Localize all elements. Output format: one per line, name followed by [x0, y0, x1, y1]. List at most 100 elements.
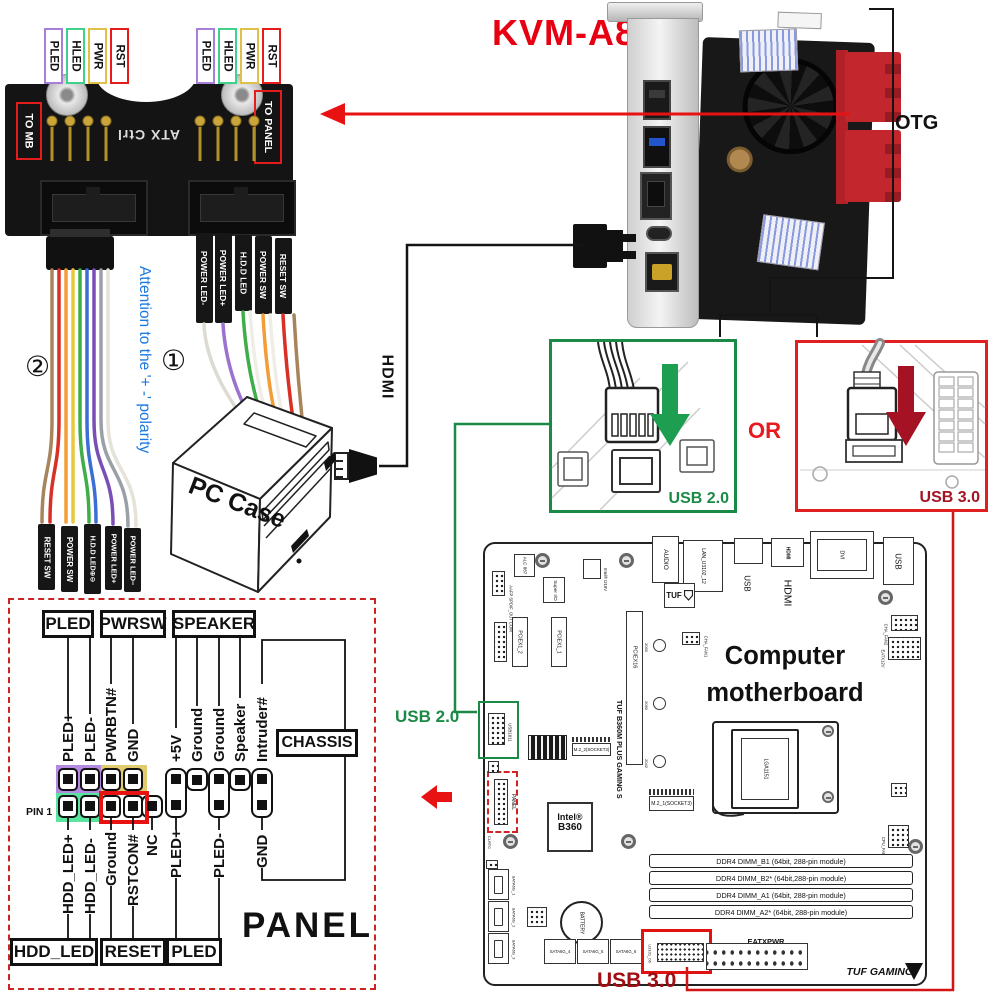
- clrtc-header: [486, 860, 498, 869]
- eatx12v-connector: [888, 637, 921, 660]
- idc-socket-right: [188, 180, 296, 236]
- kvm-bracket: [627, 18, 699, 328]
- to-mb-label: TO MB: [16, 102, 42, 160]
- atx-pin-label-pled-1: PLED: [44, 28, 63, 84]
- usb2-header-box: USB1011: [478, 701, 519, 759]
- hdmi-port-label: HDMI: [781, 579, 793, 607]
- mobo-screw-5: [621, 834, 636, 849]
- ribbon-label-powerled-plus: POWER LED+: [105, 526, 122, 590]
- panel-section: [8, 598, 376, 990]
- kvm-ribbon-cable-top: [738, 28, 799, 73]
- usb2-illustration-box: USB 2.0: [549, 339, 737, 513]
- callout-2: ②: [25, 351, 51, 382]
- pin-pled-plus-bottom: PLED+: [168, 829, 185, 878]
- mobo-heading: Computer motherboard: [706, 642, 864, 707]
- or-label: OR: [748, 418, 781, 443]
- usb3-illustration-box: USB 3.0: [795, 340, 988, 512]
- capacitor-3: [653, 755, 666, 768]
- pin-ground-2: Ground: [211, 707, 228, 762]
- pc-case-label: PC Case: [185, 471, 290, 534]
- ribbon-label-powersw: POWER SW: [61, 526, 78, 592]
- to-panel-text: TO PANEL: [262, 100, 274, 154]
- panel-header-label: PANEL: [510, 793, 516, 811]
- sata-port-3: [488, 933, 509, 964]
- pin-pled-minus-bottom: PLED-: [211, 833, 228, 878]
- tuf-text: TUF: [666, 591, 682, 600]
- tpm-header: [527, 907, 547, 927]
- panel-group-pled-top: PLED: [42, 610, 94, 638]
- u3101-label: U3101_06: [648, 943, 653, 963]
- i219v-label: Intel® I219V: [603, 567, 609, 591]
- to-mb-text: TO MB: [23, 113, 35, 149]
- m2-2-notch: [572, 737, 611, 742]
- atx-pin-label-pwr-1: PWR: [88, 28, 107, 84]
- usb3-box-label: USB 3.0: [919, 489, 980, 506]
- chassis-box: CHASSIS: [276, 729, 358, 757]
- com-header: [494, 622, 507, 662]
- hdmi-plug-kvm-nose: [605, 230, 623, 262]
- mobo-screw-6: [908, 839, 923, 854]
- m2-1-slot: M.2_1(SOCKET3): [649, 796, 694, 811]
- sata2-label: SATA6G_2: [511, 907, 517, 927]
- audio-jack: AUDIO: [652, 536, 679, 583]
- case-wire-label-hddled: H.D.D LED: [235, 235, 252, 311]
- ethernet-port: [640, 172, 672, 220]
- pin-pwrbtn: PWRBTN#: [103, 687, 120, 762]
- hdmi-cable-label: HDMI: [378, 354, 396, 400]
- usb-port-left-label: USB: [742, 574, 752, 592]
- kvm-ribbon-cable-bottom: [756, 214, 825, 271]
- usb3-a-port: [643, 126, 671, 168]
- usb2-box-label: USB 2.0: [668, 490, 729, 507]
- shield-icon: [683, 590, 693, 601]
- cpu-fan-header: [888, 825, 909, 848]
- atx-ctrl-silkscreen: ATX Ctrl: [116, 127, 180, 143]
- to-panel-label: TO PANEL: [254, 90, 282, 164]
- capacitor-1-label: 2050: [644, 642, 649, 652]
- atx-pin-label-hled-1: HLED: [66, 28, 85, 84]
- motherboard: AUDIO LAN_U3102_12 USB HDMI HDMI DVI USB…: [478, 531, 927, 986]
- dvi-port: DVI: [810, 531, 874, 579]
- usb1011-label: USB1011: [507, 722, 513, 742]
- atx-pin-label-rst-2: RST: [262, 28, 281, 84]
- mobo-screw-3: [878, 590, 893, 605]
- dimm-slot-a1: DDR4 DIMM_A1 (64bit, 288-pin module): [649, 888, 913, 902]
- capacitor-1: [653, 639, 666, 652]
- m2-2-slot: M.2_2(SOCKET3): [572, 743, 611, 756]
- usb3-header-box: U3101_06: [641, 929, 712, 974]
- sata-port-4: SATA6G_4: [544, 939, 576, 964]
- otg-header-block-1: [845, 52, 901, 122]
- pin-speaker: Speaker: [232, 703, 249, 762]
- pin-intruder: Intruder#: [254, 696, 271, 762]
- pciex1-2-slot: PCIEX1_2: [512, 617, 528, 667]
- otg-header-block-2: [845, 130, 901, 202]
- ribbon-label-resetsw: RESET SW: [38, 524, 55, 590]
- mobo-screw-1: [535, 553, 550, 568]
- dimm-slot-b1: DDR4 DIMM_B1 (64bit, 288-pin module): [649, 854, 913, 868]
- sata-port-6: SATA6G_6: [610, 939, 642, 964]
- hdmi-plug-kvm-body: [573, 224, 607, 268]
- pin-5v: +5V: [168, 734, 185, 762]
- panel-title: PANEL: [242, 906, 374, 945]
- hdmi-port-mobo: HDMI: [771, 538, 804, 567]
- cpu-socket: LGA1151: [712, 721, 839, 814]
- atx-pin-label-rst-1: RST: [110, 28, 129, 84]
- hdmi-plug-case-body: [349, 449, 377, 483]
- pin-ground-bottom: Ground: [103, 831, 120, 886]
- cpu-opt-header: [891, 783, 907, 797]
- usb-small-header: [488, 761, 499, 773]
- usb2-callout: USB 2.0: [395, 707, 460, 726]
- ribbon-cable: [40, 229, 138, 528]
- tuf-gaming-logo: TUF GAMING: [846, 966, 914, 978]
- cha-fan2-header: [891, 615, 918, 631]
- pciex16-slot: PCIEX16: [626, 611, 643, 765]
- pin-gnd-bottom: GND: [254, 834, 271, 868]
- atx-pin-label-hled-2: HLED: [218, 28, 237, 84]
- clrtc-label: CLRTC: [487, 835, 493, 849]
- otg-label: OTG: [895, 112, 939, 134]
- panel-group-reset: RESET: [100, 938, 166, 966]
- case-wires: [202, 310, 309, 466]
- i219v-chip: [583, 559, 601, 579]
- aafp-header: [492, 571, 505, 596]
- mobo-screw-2: [619, 553, 634, 568]
